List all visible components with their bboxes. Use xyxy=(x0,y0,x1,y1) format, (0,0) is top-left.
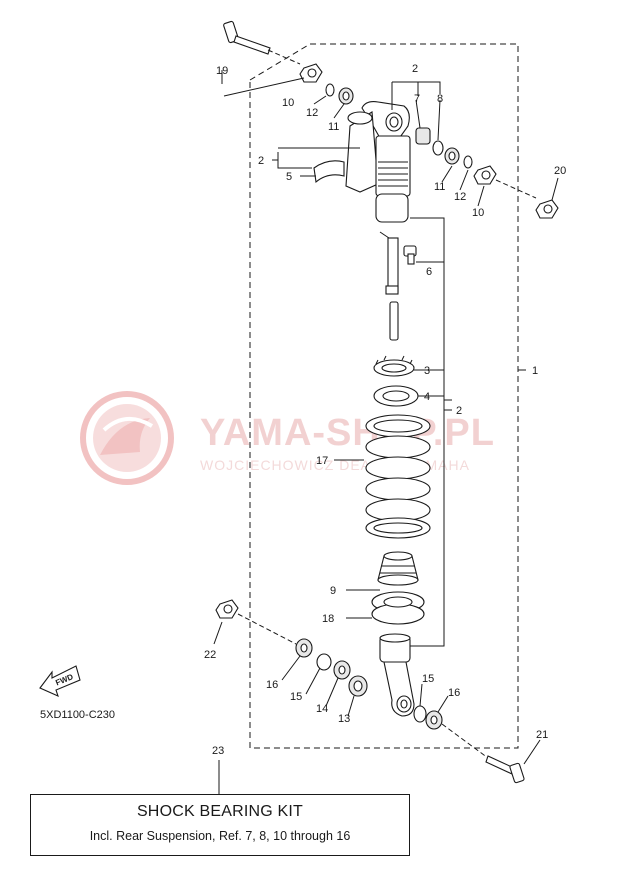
part-numbers: 19 10 12 11 2 7 8 11 12 10 20 2 5 6 3 4 … xyxy=(204,63,566,757)
ring-12-right xyxy=(463,155,473,169)
watermark-title: YAMA-SHOP.PL xyxy=(200,412,495,454)
seal-8 xyxy=(432,140,444,156)
label-20: 20 xyxy=(554,165,566,177)
bearing-11-right xyxy=(444,147,460,165)
label-2-left: 2 xyxy=(258,155,264,167)
label-2-top: 2 xyxy=(412,63,418,75)
kit-description: Incl. Rear Suspension, Ref. 7, 8, 10 thr… xyxy=(89,829,351,843)
valve-6 xyxy=(403,245,417,265)
bolt-21 xyxy=(441,723,525,784)
reservoir xyxy=(345,111,379,193)
shaft xyxy=(379,231,399,295)
watermark: YAMA-SHOP.PL WOJCIECHOWICZ DEALER YAMAHA xyxy=(80,391,495,485)
cap-5 xyxy=(313,160,345,184)
collar-16-right xyxy=(425,710,443,730)
label-5: 5 xyxy=(286,171,292,183)
label-15-right: 15 xyxy=(422,673,434,685)
bushing-7 xyxy=(415,127,431,145)
assembly-outline xyxy=(249,43,519,749)
label-16-left: 16 xyxy=(266,679,278,691)
label-3: 3 xyxy=(424,365,430,377)
label-10-right: 10 xyxy=(472,207,484,219)
nut-10-left xyxy=(299,63,323,83)
label-12-right: 12 xyxy=(454,191,466,203)
label-13: 13 xyxy=(338,713,350,725)
label-18: 18 xyxy=(322,613,334,625)
lower-mount xyxy=(379,633,415,717)
spring-17 xyxy=(365,414,431,539)
fwd-arrow: FWD xyxy=(39,665,81,698)
label-6: 6 xyxy=(426,266,432,278)
label-2-right: 2 xyxy=(456,405,462,417)
label-10-left: 10 xyxy=(282,97,294,109)
kit-title: SHOCK BEARING KIT xyxy=(136,803,304,820)
bushing-14 xyxy=(333,660,351,680)
label-16-right: 16 xyxy=(448,687,460,699)
bumper-9 xyxy=(377,551,419,586)
ring-nut-4 xyxy=(373,385,419,407)
diagram-code: 5XD1100-C230 xyxy=(40,709,115,721)
label-4: 4 xyxy=(424,391,430,403)
seal-15-left xyxy=(316,653,332,671)
label-19: 19 xyxy=(216,65,228,77)
bolt-19 xyxy=(223,20,301,65)
label-1: 1 xyxy=(532,365,538,377)
label-11-left: 11 xyxy=(328,121,339,133)
watermark-logo xyxy=(80,391,174,485)
label-11-right: 11 xyxy=(434,181,445,193)
label-8: 8 xyxy=(437,93,443,105)
label-7: 7 xyxy=(414,93,420,105)
nut-10-right xyxy=(473,165,497,185)
label-22: 22 xyxy=(204,649,216,661)
nut-22 xyxy=(215,599,239,619)
label-15-left: 15 xyxy=(290,691,302,703)
seat-18 xyxy=(371,591,425,625)
label-9: 9 xyxy=(330,585,336,597)
ring-nut-3 xyxy=(373,355,415,377)
nut-20 xyxy=(535,199,559,219)
seal-15-right xyxy=(413,705,427,723)
label-23: 23 xyxy=(212,745,224,757)
shock-bearing-kit-box: SHOCK BEARING KIT Incl. Rear Suspension,… xyxy=(30,794,410,856)
callout-lines xyxy=(213,70,559,794)
label-14: 14 xyxy=(316,703,328,715)
ring-12-left xyxy=(325,83,335,97)
label-12-left: 12 xyxy=(306,107,318,119)
shock-upper-mount xyxy=(361,101,410,141)
collar-16-left xyxy=(295,638,313,658)
label-21: 21 xyxy=(536,729,548,741)
pin xyxy=(389,301,399,341)
shock-body xyxy=(375,135,411,223)
bearing-11-left xyxy=(338,87,354,105)
bearing-13 xyxy=(348,675,368,697)
label-17: 17 xyxy=(316,455,328,467)
